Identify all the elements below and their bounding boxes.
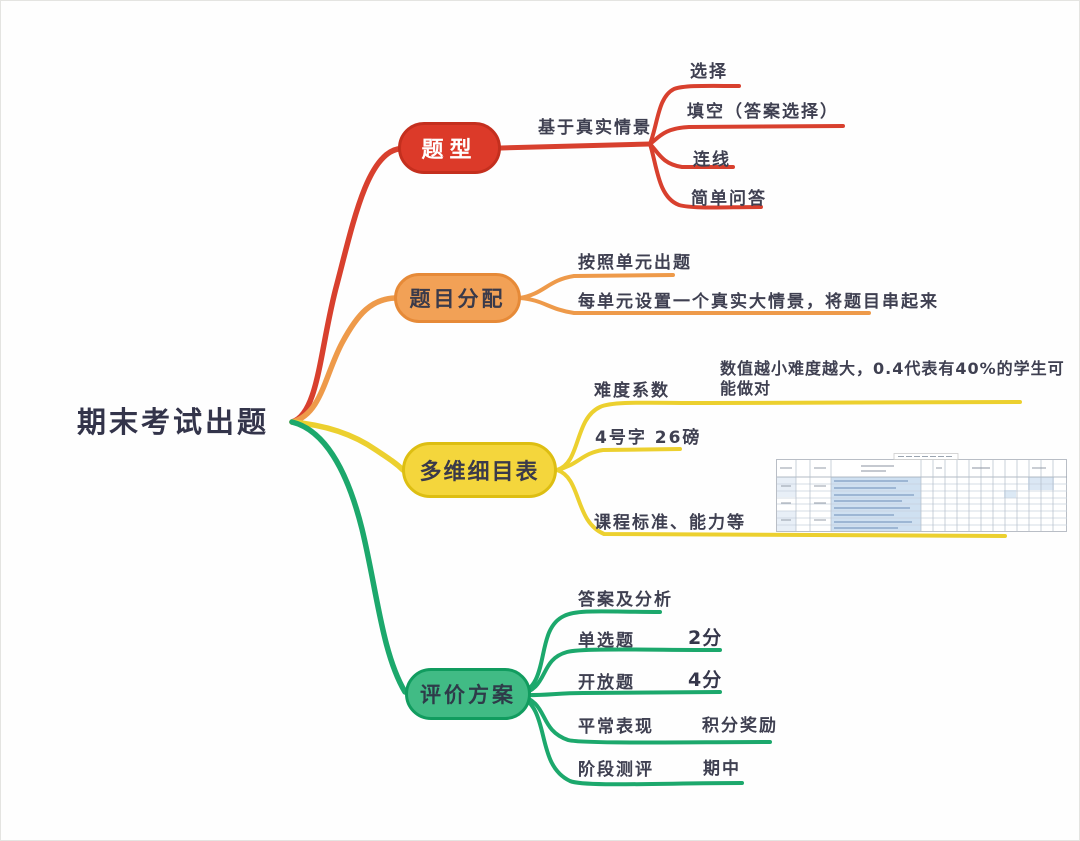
green-leaf-line-1: [516, 609, 662, 697]
topic-single-choice[interactable]: 单选题: [578, 631, 635, 651]
topic-open-question[interactable]: 开放题: [578, 673, 635, 693]
topic-unit-scenario[interactable]: 每单元设置一个真实大情景，将题目串起来: [578, 292, 939, 312]
note-difficulty-explanation[interactable]: 数值越小难度越大，0.4代表有40%的学生可能做对: [720, 359, 1065, 398]
yellow-leaf-line-2: [555, 447, 682, 472]
branch-line-orange: [289, 295, 398, 425]
value-open-question-score[interactable]: 4分: [688, 669, 723, 691]
red-trunk-line: [498, 141, 653, 151]
branch-node-question-distribution[interactable]: 题目分配: [394, 273, 521, 323]
embedded-spreadsheet-image[interactable]: [776, 453, 1068, 533]
branch-line-yellow: [289, 419, 406, 473]
topic-choice[interactable]: 选择: [690, 62, 728, 82]
branch-node-spec-table[interactable]: 多维细目表: [402, 442, 557, 498]
branch-line-red: [289, 146, 401, 425]
value-midterm[interactable]: 期中: [703, 759, 741, 779]
topic-short-answer[interactable]: 简单问答: [691, 189, 767, 209]
topic-by-unit[interactable]: 按照单元出题: [578, 253, 692, 273]
topic-daily-performance[interactable]: 平常表现: [578, 717, 654, 737]
topic-fill-blank[interactable]: 填空（答案选择）: [687, 102, 839, 122]
topic-answers-analysis[interactable]: 答案及分析: [578, 590, 673, 610]
red-leaf-line-1: [648, 83, 741, 146]
green-leaf-line-2: [516, 647, 722, 697]
green-leaf-line-5: [516, 693, 744, 787]
green-leaf-line-4: [516, 693, 772, 745]
yellow-leaf-line-3: [555, 468, 1007, 538]
orange-leaf-line-2: [518, 296, 871, 315]
red-leaf-line-2: [648, 124, 845, 146]
yellow-leaf-line-1: [555, 400, 1022, 472]
topic-stage-assessment[interactable]: 阶段测评: [578, 760, 654, 780]
value-single-choice-score[interactable]: 2分: [688, 627, 723, 649]
branch-node-question-types[interactable]: 题型: [398, 122, 501, 174]
topic-difficulty-coefficient[interactable]: 难度系数: [594, 381, 670, 401]
red-leaf-line-4: [648, 142, 763, 210]
branch-node-evaluation-plan[interactable]: 评价方案: [405, 668, 531, 720]
orange-leaf-line-1: [518, 273, 675, 300]
topic-curriculum-standards[interactable]: 课程标准、能力等: [594, 513, 746, 533]
value-points-reward[interactable]: 积分奖励: [702, 716, 778, 736]
topic-matching[interactable]: 连线: [693, 150, 731, 170]
root-node[interactable]: 期末考试出题: [77, 405, 270, 439]
branch-line-green: [289, 419, 408, 695]
topic-font-size[interactable]: 4号字 26磅: [595, 428, 702, 448]
connector-label-real-scenario[interactable]: 基于真实情景: [538, 118, 652, 138]
